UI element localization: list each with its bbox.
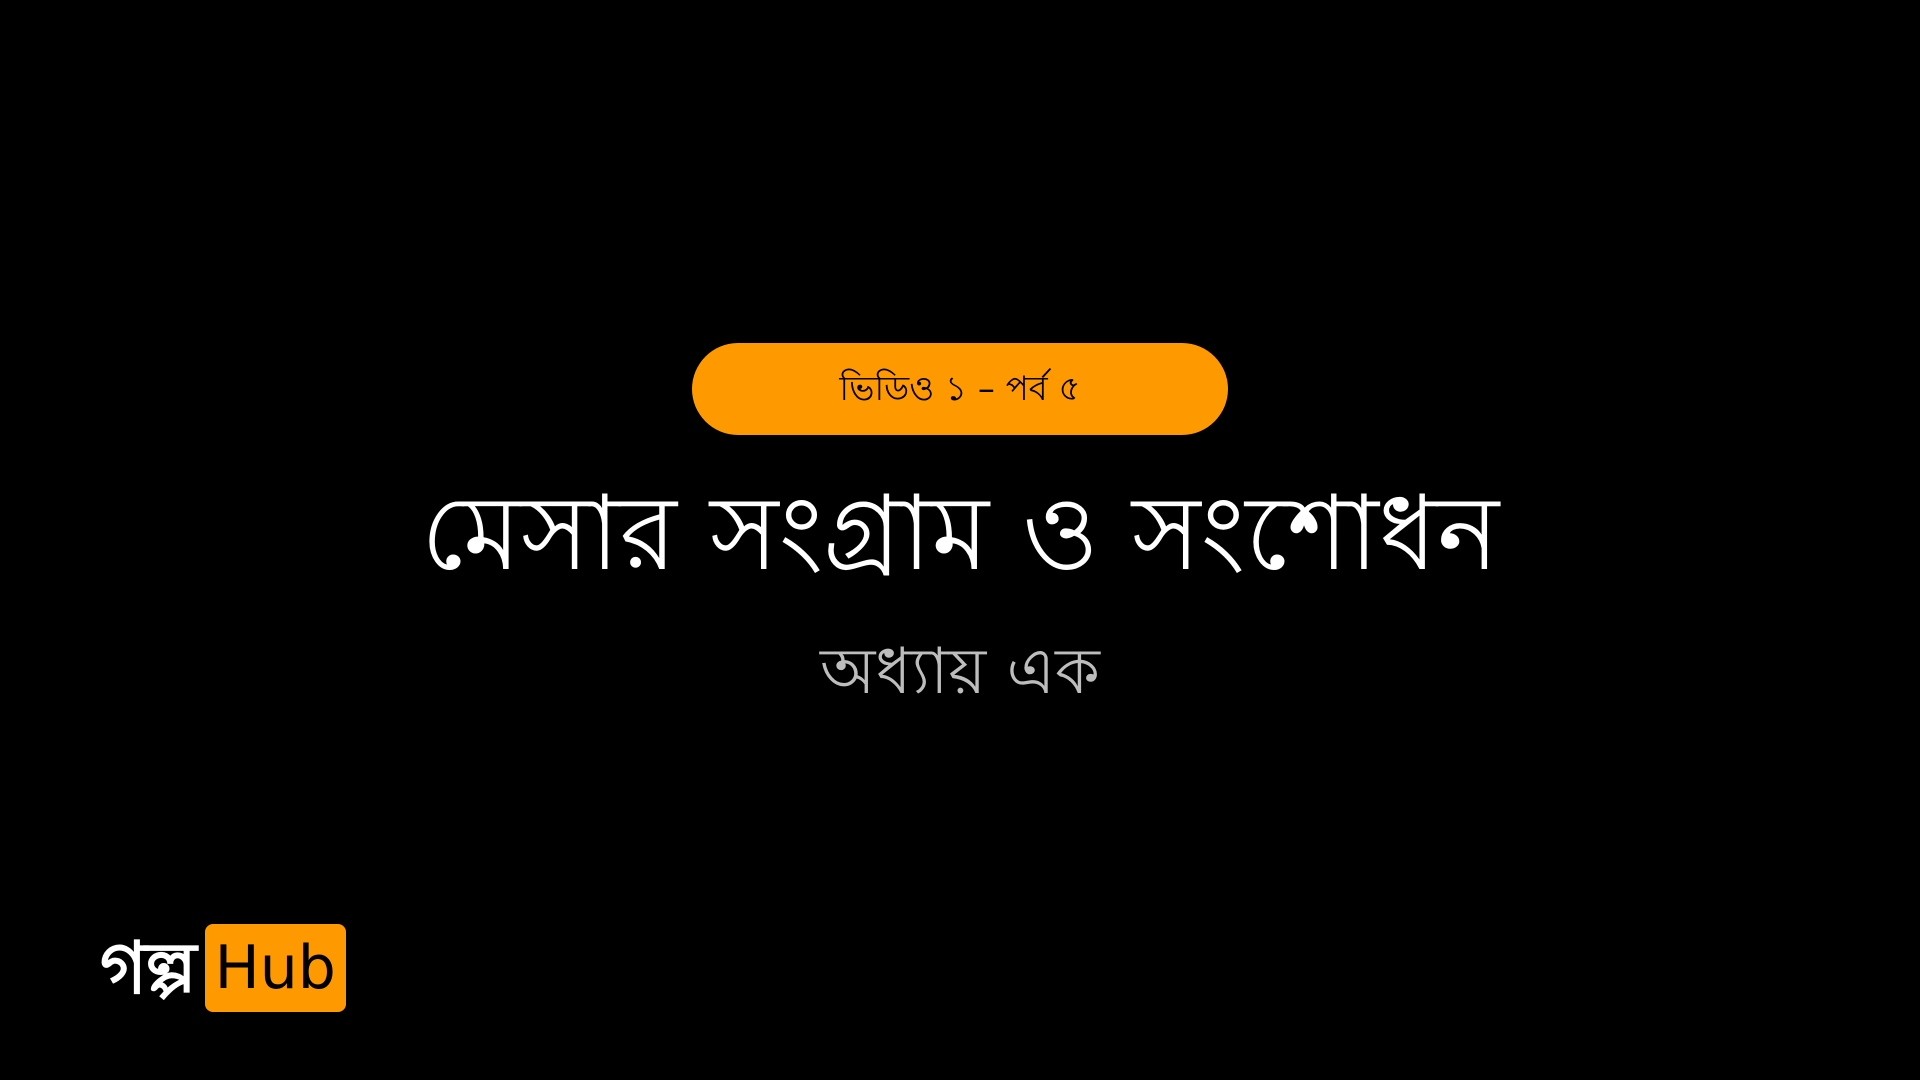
logo-bengali-text: গল্প	[100, 926, 197, 1010]
subtitle: অধ্যায় এক	[0, 634, 1920, 710]
headline-text: মেসার সংগ্রাম ও সংশোধন	[420, 472, 1500, 594]
episode-badge-label: ভিডিও ১ – পর্ব ৫	[839, 369, 1081, 409]
channel-logo: গল্প Hub	[100, 922, 346, 1014]
headline: মেসার সংগ্রাম ও সংশোধন	[0, 470, 1920, 596]
logo-hub-badge: Hub	[204, 924, 346, 1012]
episode-badge: ভিডিও ১ – পর্ব ৫	[692, 343, 1228, 435]
subtitle-text: অধ্যায় এক	[820, 635, 1100, 709]
